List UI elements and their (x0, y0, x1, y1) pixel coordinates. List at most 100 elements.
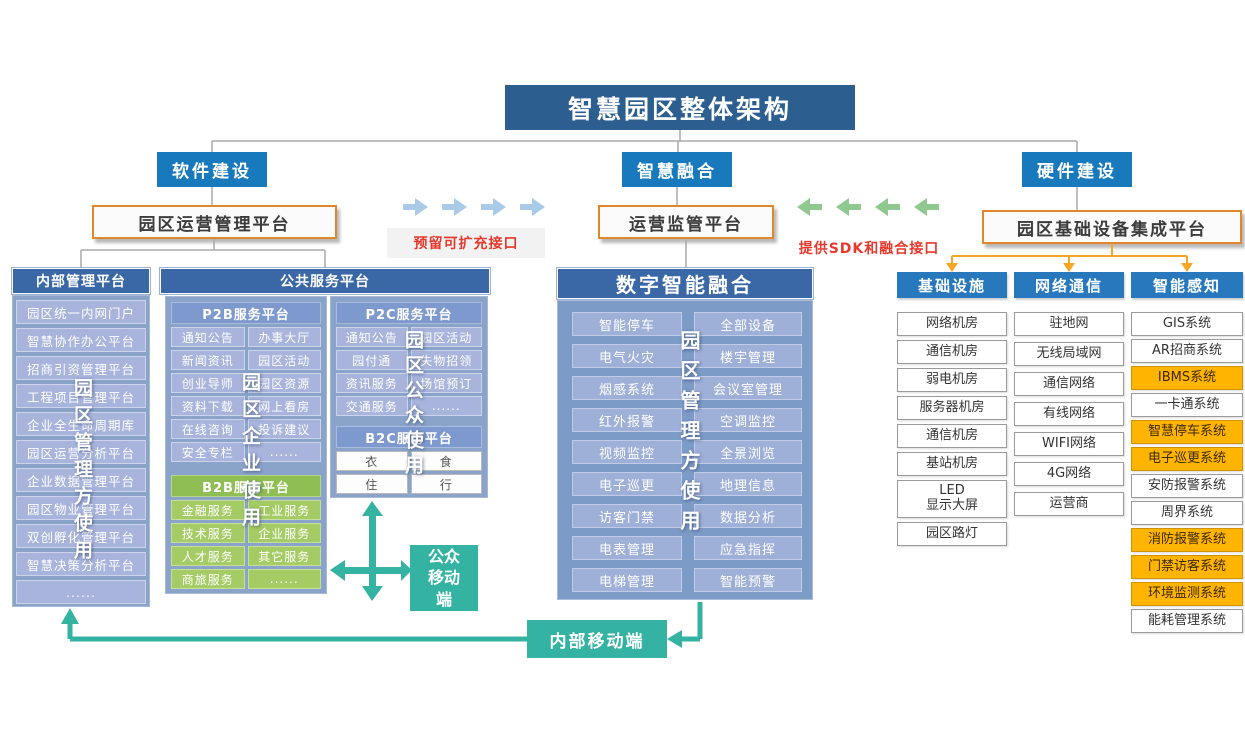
p2c-item: 资讯服务 (336, 373, 408, 393)
fusion-item: 烟感系统 (572, 376, 682, 400)
p2b-item: 安全专栏 (171, 442, 245, 462)
b2b-item: 金融服务 (171, 500, 245, 520)
internal-platform-panel: 园区统一内网门户智慧协作办公平台招商引资管理平台工程项目管理平台企业全生命周期库… (12, 295, 150, 607)
public-usage-vertical-label: 园区公众使用 (402, 330, 424, 480)
p2b-item: 通知公告 (171, 327, 245, 347)
p2c-item: 交通服务 (336, 396, 408, 416)
fusion-item: 智能停车 (572, 312, 682, 336)
p2b-item: 网上看房 (247, 396, 321, 416)
platform-supervision: 运营监管平台 (598, 205, 774, 239)
b2c-item: 住 (336, 474, 408, 494)
p2b-items: 通知公告办事大厅新闻资讯园区活动创业导师园区资源资料下载网上看房在线咨询投诉建议… (171, 327, 321, 462)
fusion-item: 智能预警 (694, 568, 802, 592)
hw-item: AR招商系统 (1131, 339, 1243, 363)
internal-platform-item: 双创孵化管理平台 (16, 524, 146, 548)
internal-mobile-box: 内部移动端 (527, 620, 667, 658)
b2c-item: 衣 (336, 451, 408, 471)
hw-item: 网络机房 (897, 312, 1007, 336)
hw-infrastructure-header: 基础设施 (897, 272, 1007, 298)
p2b-item: 园区资源 (247, 373, 321, 393)
p2c-items: 通知公告园区活动园付通失物招领资讯服务场馆预订交通服务...... (336, 327, 482, 416)
internal-platform-item: ...... (16, 580, 146, 604)
b2b-item: 技术服务 (171, 523, 245, 543)
hw-item: 基站机房 (897, 452, 1007, 476)
hw-item: 运营商 (1014, 492, 1124, 516)
internal-platform-item: 智慧决策分析平台 (16, 552, 146, 576)
b2c-items: 衣食住行 (336, 451, 482, 494)
p2b-item: 在线咨询 (171, 419, 245, 439)
hw-network-header: 网络通信 (1014, 272, 1124, 298)
b2b-item: 工业服务 (247, 500, 321, 520)
hw-network-items: 驻地网无线局域网通信网络有线网络 WIFI网络 4G网络运营商 (1014, 312, 1124, 516)
fusion-item: 应急指挥 (694, 536, 802, 560)
fusion-item: 电梯管理 (572, 568, 682, 592)
p2b-item: 资料下载 (171, 396, 245, 416)
platform-integration: 园区基础设备集成平台 (982, 210, 1242, 244)
fusion-item: 楼宇管理 (694, 344, 802, 368)
internal-platform-item: 招商引资管理平台 (16, 356, 146, 380)
p2b-item: 投诉建议 (247, 419, 321, 439)
branch-software: 软件建设 (157, 152, 267, 187)
p2c-item: 通知公告 (336, 327, 408, 347)
hw-item: 4G网络 (1014, 462, 1124, 486)
public-consumer-panel: P2C服务平台 通知公告园区活动园付通失物招领资讯服务场馆预订交通服务.....… (330, 296, 488, 498)
public-mobile-cross-arrows-icon (330, 501, 412, 601)
internal-platform-item: 园区物业管理平台 (16, 496, 146, 520)
hw-item: WIFI网络 (1014, 432, 1124, 456)
b2b-item: ...... (247, 569, 321, 589)
hw-item: LED 显示大屏 (897, 480, 1007, 518)
fusion-item: 全景浏览 (694, 440, 802, 464)
expand-arrows-icon (403, 198, 545, 216)
fusion-section-header: 数字智能融合 (557, 268, 813, 299)
internal-platform-item: 智慧协作办公平台 (16, 328, 146, 352)
internal-platform-header: 内部管理平台 (12, 268, 150, 294)
branch-hardware: 硬件建设 (1022, 152, 1132, 187)
page-title: 智慧园区整体架构 (505, 85, 855, 130)
p2c-item: 失物招领 (410, 350, 482, 370)
platform-operation: 园区运营管理平台 (92, 205, 337, 239)
b2b-header: B2B服务平台 (171, 475, 321, 497)
hw-item: 安防报警系统 (1131, 474, 1243, 498)
fusion-item: 访客门禁 (572, 504, 682, 528)
b2c-header: B2C服务平台 (336, 426, 482, 448)
enterprise-usage-vertical-label: 园区企业使用 (239, 372, 261, 534)
hw-item: 电子巡更系统 (1131, 447, 1243, 471)
p2b-item: 园区活动 (247, 350, 321, 370)
b2b-item: 其它服务 (247, 546, 321, 566)
fusion-right-column: 全部设备楼宇管理会议室管理空调监控全景浏览地理信息数据分析应急指挥智能预警 (694, 312, 802, 592)
internal-platform-item: 园区运营分析平台 (16, 440, 146, 464)
p2c-item: 园付通 (336, 350, 408, 370)
sdk-arrows-icon (797, 198, 939, 216)
b2b-item: 企业服务 (247, 523, 321, 543)
fusion-item: 视频监控 (572, 440, 682, 464)
hw-item: 通信机房 (897, 340, 1007, 364)
hw-item: 驻地网 (1014, 312, 1124, 336)
internal-platform-item: 企业数据管理平台 (16, 468, 146, 492)
hw-item: 通信机房 (897, 424, 1007, 448)
p2b-item: 新闻资讯 (171, 350, 245, 370)
p2b-header: P2B服务平台 (171, 302, 321, 324)
p2c-header: P2C服务平台 (336, 302, 482, 324)
hw-item: 服务器机房 (897, 396, 1007, 420)
p2c-item: ...... (410, 396, 482, 416)
hw-item: 无线局域网 (1014, 342, 1124, 366)
reserved-interface-note: 预留可扩充接口 (387, 228, 545, 258)
fusion-item: 数据分析 (694, 504, 802, 528)
fusion-item: 电子巡更 (572, 472, 682, 496)
fusion-usage-vertical-label: 园区管理方使用 (677, 330, 701, 540)
internal-platform-item: 企业全生命周期库 (16, 412, 146, 436)
hw-item: 消防报警系统 (1131, 528, 1243, 552)
public-mobile-box: 公众移动端 (410, 545, 478, 611)
hw-item: 门禁访客系统 (1131, 555, 1243, 579)
fusion-item: 红外报警 (572, 408, 682, 432)
fusion-item: 空调监控 (694, 408, 802, 432)
fusion-item: 电表管理 (572, 536, 682, 560)
hw-sensing-header: 智能感知 (1131, 272, 1243, 298)
sdk-interface-note: 提供SDK和融合接口 (798, 241, 940, 257)
hw-item: 通信网络 (1014, 372, 1124, 396)
hw-item: 有线网络 (1014, 402, 1124, 426)
p2b-item: 办事大厅 (247, 327, 321, 347)
hw-item: GIS系统 (1131, 312, 1243, 336)
internal-platform-item: 工程项目管理平台 (16, 384, 146, 408)
